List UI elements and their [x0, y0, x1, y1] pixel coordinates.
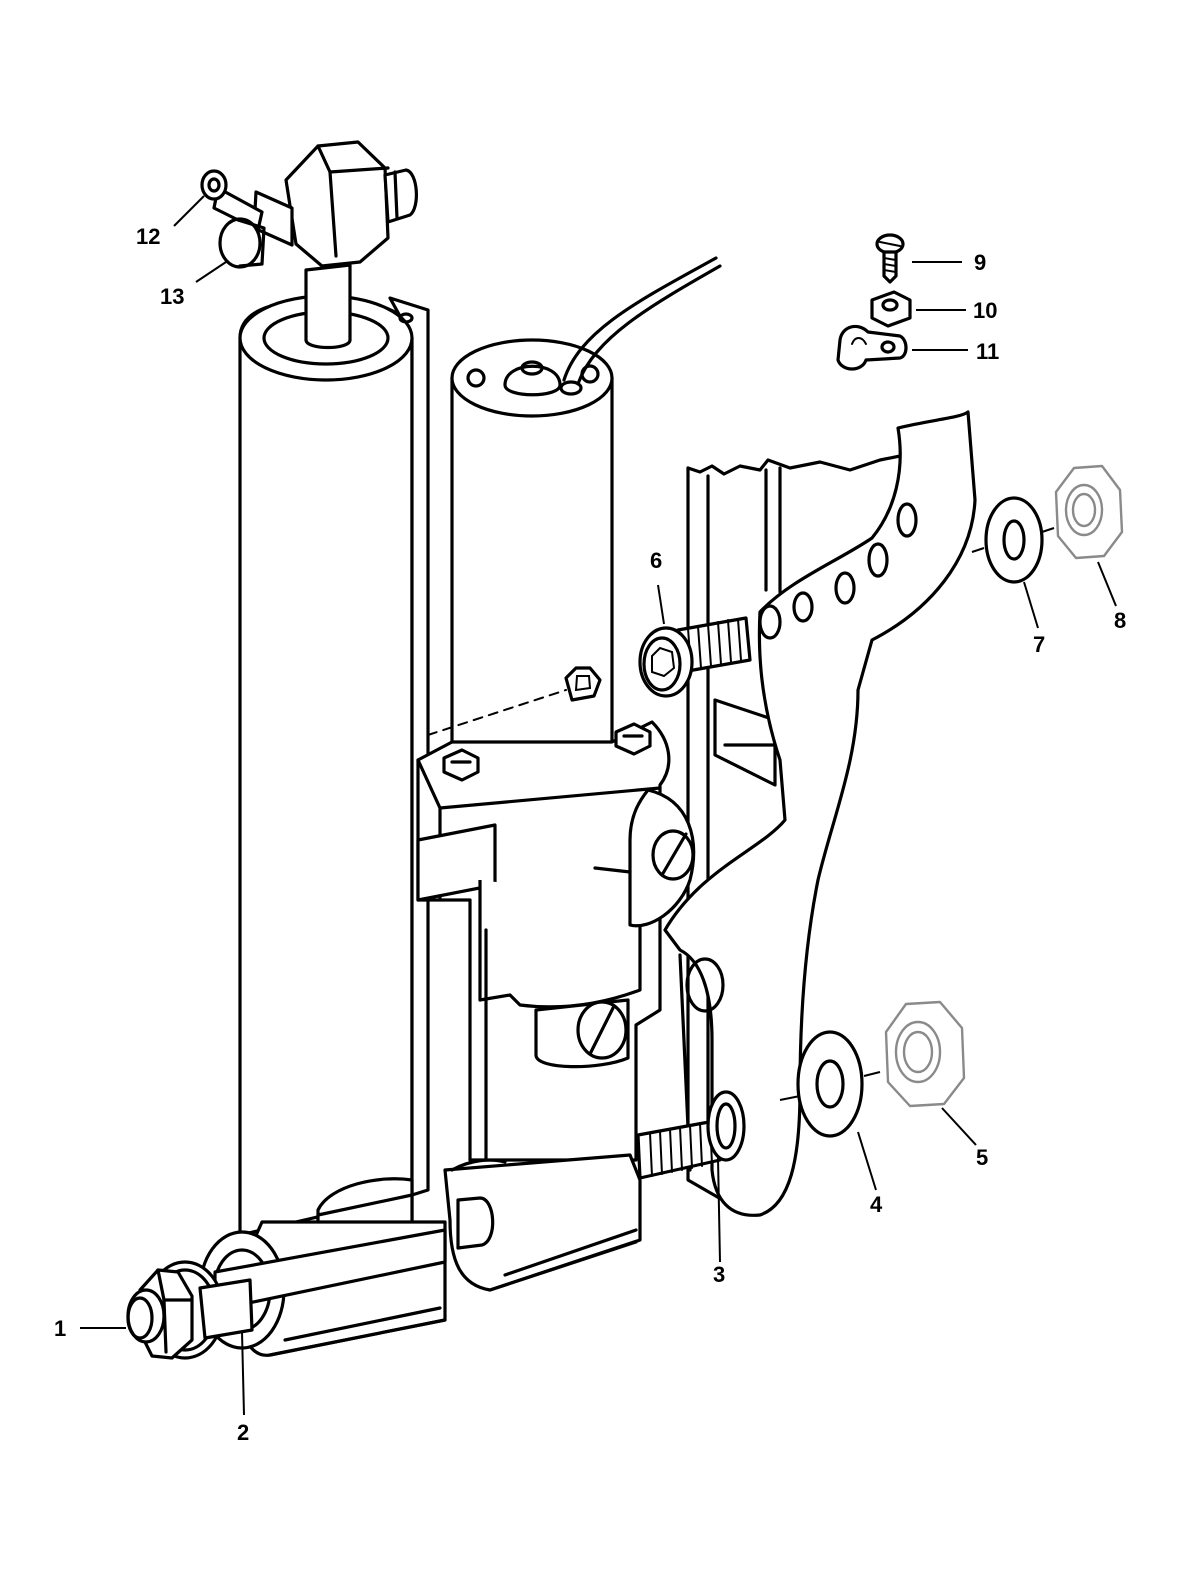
callout-labels: 1 2 3 4 5 6 7 8 9 10 11 12 13 — [54, 224, 1126, 1445]
callout-7: 7 — [1033, 632, 1045, 657]
callout-2: 2 — [237, 1420, 249, 1445]
cable-clamp-11 — [836, 324, 908, 371]
swivel-arm — [663, 410, 977, 1217]
lower-pivot-mount — [198, 1153, 642, 1357]
trim-cylinder — [238, 263, 430, 1237]
callout-8: 8 — [1114, 608, 1126, 633]
screw-9 — [875, 233, 905, 284]
callout-5: 5 — [976, 1145, 988, 1170]
callout-leaders — [80, 195, 1117, 1416]
locknut-8 — [1054, 464, 1124, 560]
washer-7 — [971, 496, 1055, 584]
callout-13: 13 — [160, 284, 184, 309]
nut-clip-10 — [870, 290, 912, 328]
callout-1: 1 — [54, 1316, 66, 1341]
valve-fitting — [200, 140, 418, 269]
pump-reservoir — [416, 666, 696, 1162]
callout-9: 9 — [974, 250, 986, 275]
washer-3 — [706, 1090, 746, 1162]
callout-11: 11 — [976, 339, 999, 364]
bolt-6 — [638, 616, 752, 698]
washer-4 — [779, 1030, 881, 1138]
pivot-stud — [636, 1118, 722, 1180]
callout-6: 6 — [650, 548, 662, 573]
washer-2 — [198, 1278, 254, 1340]
callout-10: 10 — [973, 298, 997, 323]
locknut-5 — [884, 1000, 966, 1108]
callout-4: 4 — [870, 1192, 883, 1217]
callout-3: 3 — [713, 1262, 725, 1287]
callout-12: 12 — [136, 224, 160, 249]
